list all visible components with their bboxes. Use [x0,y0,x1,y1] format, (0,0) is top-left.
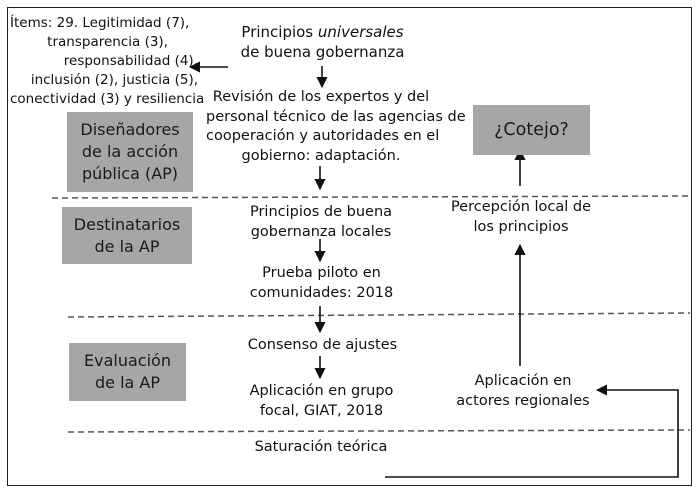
percepcion-line: Percepción local de [450,199,592,215]
evaluacion-line: de la AP [94,373,160,392]
prueba-line: Prueba piloto en [262,265,381,281]
items-line: conectividad (3) y resiliencia [10,91,205,107]
diagram-frame [7,7,692,486]
percepcion-local: Percepción local de los principios [446,197,596,237]
principios-universales: Principios universales de buena gobernan… [230,22,415,62]
locales-line: Principios de buena [249,204,393,220]
items-line: inclusión (2), justicia (5), [30,72,198,88]
cotejo-label: ¿Cotejo? [494,120,569,140]
aplicacion-actores-line: Aplicación en [474,373,572,389]
separator-line-3 [67,429,691,433]
items-line: Ítems: 29. Legitimidad (7), [10,15,190,31]
revision-line: personal técnico de las agencias de [206,108,466,125]
items-line: transparencia (3), [47,34,168,50]
box-destinatarios: Destinatarios de la AP [62,207,192,264]
destinatarios-line: Destinatarios [73,214,181,234]
prueba-piloto: Prueba piloto en comunidades: 2018 [244,263,399,303]
revision-expertos: Revisión de los expertos y del personal … [206,88,466,166]
disenadores-line: pública (AP) [81,164,179,183]
box-cotejo: ¿Cotejo? [473,105,590,155]
revision-line: Revisión de los expertos y del [212,89,430,105]
aplicacion-grupo-line: focal, GIAT, 2018 [259,403,384,419]
destinatarios-line: de la AP [94,236,160,256]
aplicacion-actores-regionales: Aplicación en actores regionales [452,371,594,411]
principios-line1-italic: universales [317,23,404,41]
box-disenadores: Diseñadores de la acción pública (AP) [67,112,193,192]
saturacion-teorica: Saturación teórica [254,439,388,455]
box-evaluacion: Evaluación de la AP [69,343,186,401]
disenadores-line: de la acción [81,142,179,161]
items-line: responsabilidad (4), [63,53,198,69]
aplicacion-grupo-line: Aplicación en grupo [249,383,394,399]
items-list: Ítems: 29. Legitimidad (7), transparenci… [10,14,205,109]
disenadores-line: Diseñadores [80,120,180,139]
consenso-ajustes: Consenso de ajustes [247,337,398,353]
principios-locales: Principios de buena gobernanza locales [236,202,406,242]
prueba-line: comunidades: 2018 [249,285,394,301]
revision-line: gobierno: adaptación. [241,147,401,164]
locales-line: gobernanza locales [250,224,392,240]
revision-line: cooperación y autoridades en el [206,128,440,144]
aplicacion-actores-line: actores regionales [456,393,590,409]
arrow-saturacion-loop [385,384,679,478]
principios-line1-pre: Principios [241,23,318,41]
separator-line-1 [51,195,691,199]
evaluacion-line: Evaluación [84,351,171,370]
principios-line2: de buena gobernanza [240,43,405,61]
separator-line-2 [67,312,691,318]
percepcion-line: los principios [473,219,569,235]
aplicacion-grupo-focal: Aplicación en grupo focal, GIAT, 2018 [244,381,399,421]
